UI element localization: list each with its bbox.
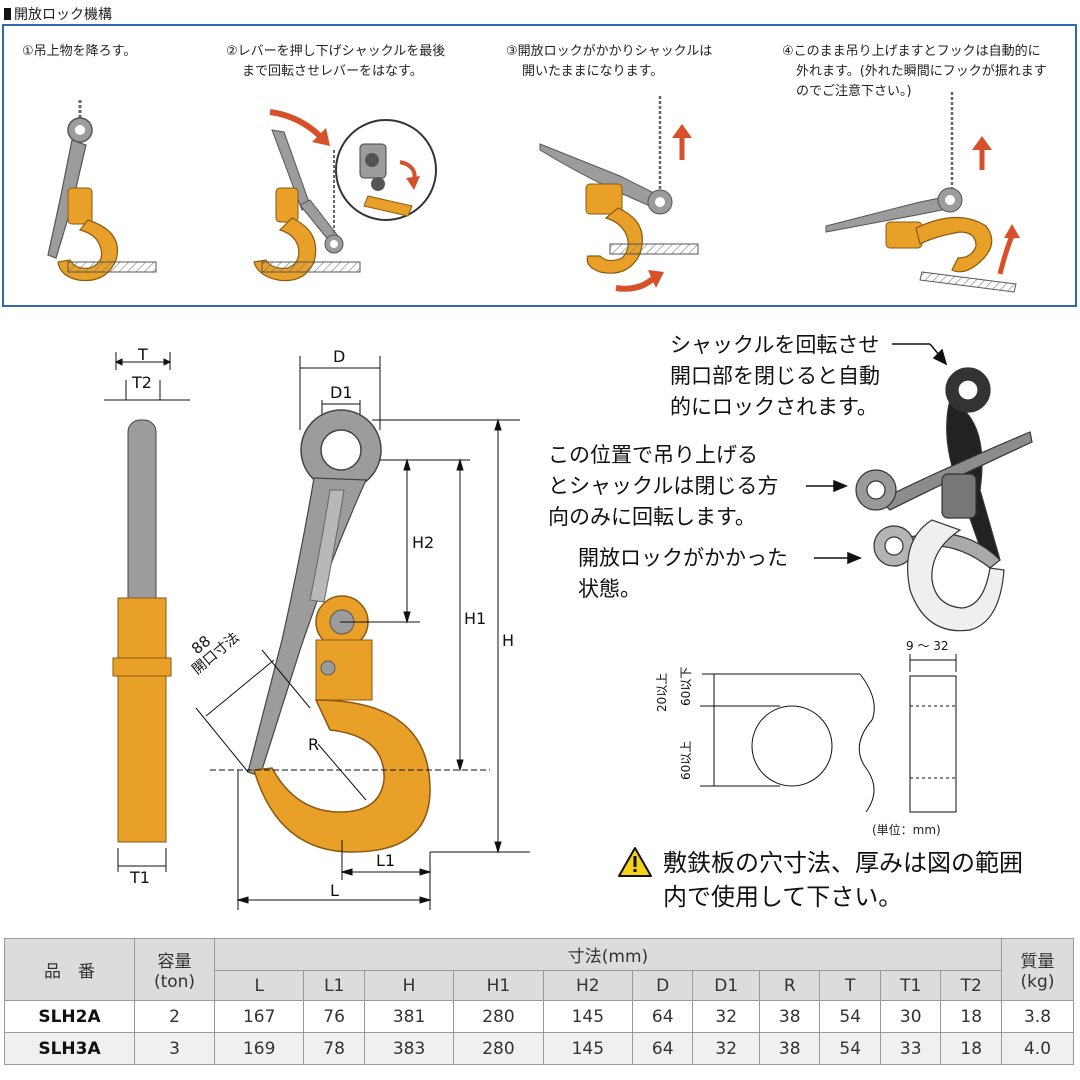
cell-dim: 169 bbox=[213, 1032, 305, 1065]
table-row: SLH2A 2 167 76 381 280 145 64 32 38 54 3… bbox=[4, 1000, 1074, 1033]
cell-dim: 64 bbox=[631, 1000, 694, 1033]
unit-note: (単位：mm) bbox=[872, 823, 941, 837]
header-dim-col: T2 bbox=[940, 970, 1002, 1001]
cell-dim: 18 bbox=[940, 1032, 1002, 1065]
cell-dim: 381 bbox=[363, 1000, 455, 1033]
dim-L1: L1 bbox=[376, 851, 395, 870]
cell-dim: 76 bbox=[303, 1000, 365, 1033]
dim-R: R bbox=[308, 735, 319, 754]
dim-T1: T1 bbox=[129, 868, 150, 887]
cell-model: SLH3A bbox=[4, 1032, 135, 1065]
note-lift-position: この位置で吊り上げるとシャックルは閉じる方向のみに回転します。 bbox=[548, 443, 779, 529]
cell-capacity: 2 bbox=[134, 1000, 215, 1033]
warning-box: 敷鉄板の穴寸法、厚みは図の範囲内で使用して下さい。 bbox=[617, 846, 1023, 914]
cell-dim: 145 bbox=[542, 1000, 633, 1033]
header-dim-col: R bbox=[758, 970, 821, 1001]
cell-dim: 383 bbox=[363, 1032, 455, 1065]
plate-label-top-b: 60以下 bbox=[679, 667, 693, 706]
step-3-illustration bbox=[539, 96, 699, 292]
header-capacity: 容量(ton) bbox=[134, 938, 215, 1001]
header-dim-col: L1 bbox=[303, 970, 365, 1001]
plate-thickness-range: 9 ～ 32 bbox=[906, 639, 949, 653]
header-dim-col: L bbox=[213, 970, 305, 1001]
cell-dim: 64 bbox=[631, 1032, 694, 1065]
header-model: 品 番 bbox=[4, 938, 135, 1001]
warning-triangle-icon bbox=[618, 847, 652, 877]
cell-dim: 38 bbox=[758, 1000, 821, 1033]
cell-dim: 54 bbox=[819, 1032, 881, 1065]
plate-label-top-a: 20以上 bbox=[655, 673, 669, 712]
step-2-illustration bbox=[253, 109, 437, 282]
table-row: SLH3A 3 169 78 383 280 145 64 32 38 54 3… bbox=[4, 1032, 1074, 1065]
header-mass: 質量(kg) bbox=[1001, 938, 1074, 1001]
cell-dim: 145 bbox=[542, 1032, 633, 1065]
dim-D: D bbox=[333, 347, 345, 366]
header-dim-col: H1 bbox=[453, 970, 544, 1001]
dim-H: H bbox=[502, 631, 514, 650]
note-lock-closed: シャックルを回転させ開口部を閉じると自動的にロックされます。 bbox=[670, 333, 880, 419]
dim-T2: T2 bbox=[131, 373, 152, 392]
section-title: 開放ロック機構 bbox=[4, 4, 112, 24]
note-pointers bbox=[806, 343, 948, 565]
header-dim-col: T1 bbox=[879, 970, 942, 1001]
cell-mass: 4.0 bbox=[1001, 1032, 1074, 1065]
cell-dim: 18 bbox=[940, 1000, 1002, 1033]
title-bullet-icon bbox=[4, 8, 11, 20]
cell-dim: 167 bbox=[213, 1000, 305, 1033]
dim-H1: H1 bbox=[464, 609, 486, 628]
section-title-text: 開放ロック機構 bbox=[14, 7, 112, 23]
step-1-caption: ①吊上物を降ろす。 bbox=[22, 44, 137, 59]
cell-dim: 32 bbox=[692, 1032, 760, 1065]
technical-drawing: T T2 T1 bbox=[104, 343, 1033, 910]
header-dim-col: T bbox=[819, 970, 881, 1001]
spec-table: 品 番 容量(ton) 寸法(mm) 質量(kg) L L1 H H1 H2 D… bbox=[4, 938, 1074, 1065]
plate-diagram bbox=[700, 654, 957, 813]
header-dimensions: 寸法(mm) bbox=[214, 938, 1002, 971]
header-dim-col: H bbox=[363, 970, 455, 1001]
side-view bbox=[104, 352, 190, 872]
step-illustrations bbox=[47, 92, 1020, 293]
cell-capacity: 3 bbox=[134, 1032, 215, 1065]
cell-dim: 280 bbox=[453, 1000, 544, 1033]
note-open-lock: 開放ロックがかかった状態。 bbox=[578, 546, 788, 601]
product-photo bbox=[855, 367, 1033, 632]
cell-dim: 280 bbox=[453, 1032, 544, 1065]
dim-T: T bbox=[137, 345, 148, 364]
cell-dim: 54 bbox=[819, 1000, 881, 1033]
cell-mass: 3.8 bbox=[1001, 1000, 1074, 1033]
cell-dim: 30 bbox=[879, 1000, 942, 1033]
front-view bbox=[195, 356, 530, 910]
dim-H2: H2 bbox=[412, 533, 434, 552]
cell-dim: 78 bbox=[303, 1032, 365, 1065]
cell-dim: 33 bbox=[879, 1032, 942, 1065]
warning-text: 敷鉄板の穴寸法、厚みは図の範囲内で使用して下さい。 bbox=[663, 849, 1023, 911]
dim-D1: D1 bbox=[330, 383, 353, 402]
step-1-illustration bbox=[47, 100, 157, 282]
cell-dim: 38 bbox=[758, 1032, 821, 1065]
dim-L: L bbox=[330, 881, 339, 900]
cell-model: SLH2A bbox=[4, 1000, 135, 1033]
step-4-illustration bbox=[825, 92, 1020, 293]
step-2-caption: ②レバーを押し下げシャックルを最後 まで回転させレバーをはなす。 bbox=[226, 44, 446, 79]
cell-dim: 32 bbox=[692, 1000, 760, 1033]
step-4-caption: ④このまま吊り上げますとフックは自動的に 外れます。(外れた瞬間にフックが振れま… bbox=[782, 44, 1047, 99]
header-dim-col: D1 bbox=[692, 970, 760, 1001]
header-dim-col: H2 bbox=[542, 970, 633, 1001]
step-3-caption: ③開放ロックがかかりシャックルは 開いたままになります。 bbox=[506, 44, 713, 79]
steps-panel bbox=[2, 24, 1077, 307]
header-dim-col: D bbox=[631, 970, 694, 1001]
plate-label-bottom: 60以上 bbox=[679, 741, 693, 780]
